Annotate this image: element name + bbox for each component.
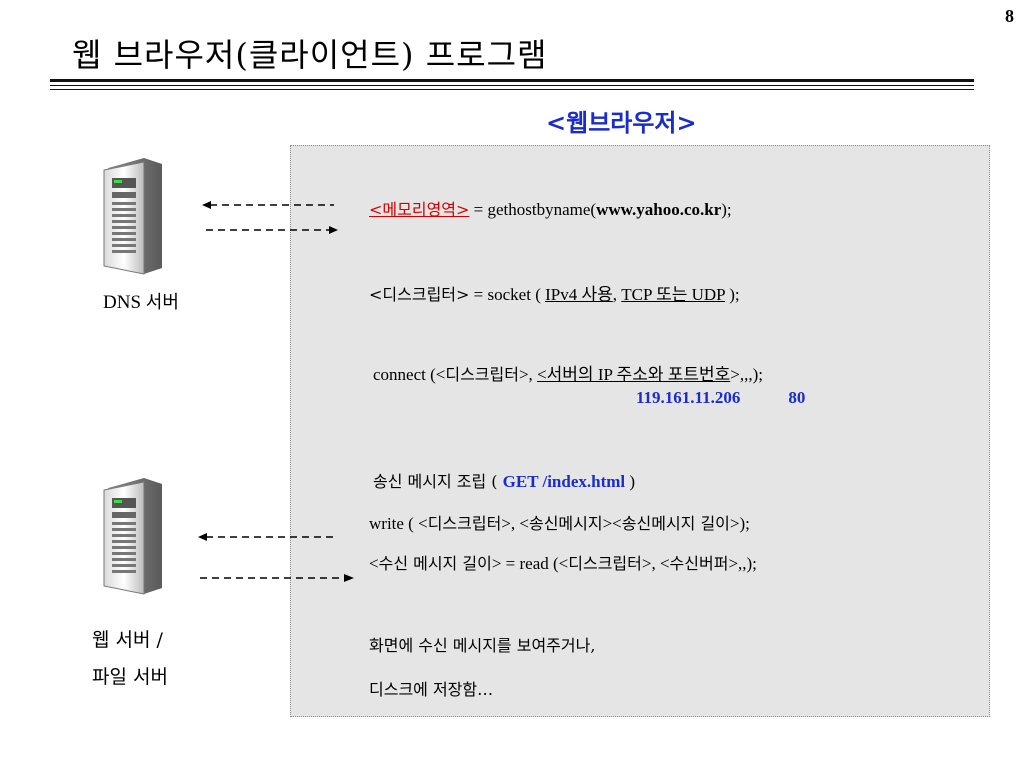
display-message-line: 화면에 수신 메시지를 보여주거나, [369, 636, 596, 655]
arrow-left-icon [198, 533, 334, 541]
page-number: 8 [1005, 6, 1014, 26]
web-server-label: 웹 서버 / [92, 629, 163, 651]
browser-code-panel [290, 145, 990, 717]
title-rule-thin-2 [50, 89, 974, 90]
code-line-gethostbyname: <메모리영역> = gethostbyname(www.yahoo.co.kr)… [369, 200, 732, 219]
server-tower-icon [103, 478, 162, 595]
dns-server-label: DNS 서버 [103, 292, 179, 313]
host-name: www.yahoo.co.kr [596, 200, 722, 219]
arrow-right-icon [206, 226, 338, 234]
server-tower-icon [103, 158, 162, 275]
port-number: 80 [788, 388, 806, 407]
code-line-compose: 송신 메시지 조립 ( GET /index.html ) [373, 472, 636, 491]
slide-title: 웹 브라우저(클라이언트) 프로그램 [72, 36, 548, 74]
code-line-socket: <디스크립터> = socket ( IPv4 사용, TCP 또는 UDP )… [369, 285, 740, 304]
save-disk-line: 디스크에 저장함… [369, 680, 494, 699]
title-rule-thick [50, 79, 974, 82]
web-browser-label: <웹브라우저> [546, 108, 697, 137]
server-address-values: 119.161.11.206 80 [636, 388, 805, 408]
code-line-write: write ( <디스크립터>, <송신메시지><송신메시지 길이>); [369, 514, 750, 533]
code-line-connect: connect (<디스크립터>, <서버의 IP 주소와 포트번호>,,,); [373, 365, 764, 384]
arrow-left-icon [202, 201, 334, 209]
memory-area-text: <메모리영역> [369, 200, 470, 219]
arrow-right-icon [200, 574, 354, 582]
ip-address: 119.161.11.206 [636, 388, 741, 407]
code-line-read: <수신 메시지 길이> = read (<디스크립터>, <수신버퍼>,,); [369, 554, 757, 573]
file-server-label: 파일 서버 [92, 666, 168, 688]
title-rule-thin [50, 85, 974, 86]
